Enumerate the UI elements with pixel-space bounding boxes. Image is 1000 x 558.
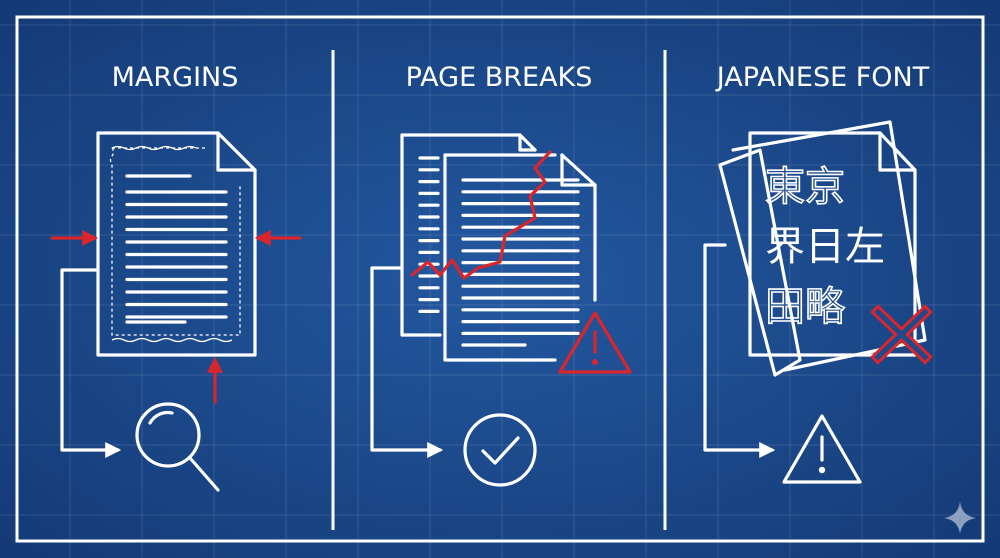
page-break-tear bbox=[410, 150, 552, 280]
warning-icon bbox=[558, 311, 632, 374]
magnifier-icon bbox=[135, 402, 220, 492]
panel-title: JAPANESE FONT bbox=[715, 62, 930, 93]
documents-icon: 東京 界日左 田略 bbox=[718, 120, 927, 377]
panel-japanese-font: JAPANESE FONT 東京 界日左 田略 bbox=[703, 62, 933, 484]
warning-icon bbox=[782, 414, 862, 484]
glyph-row: 田略 bbox=[765, 284, 845, 330]
glyph-row: 界日左 bbox=[765, 224, 885, 270]
documents-icon bbox=[400, 133, 597, 362]
connector-arrow bbox=[703, 243, 776, 458]
sparkle-icon bbox=[944, 502, 976, 534]
document-icon bbox=[96, 131, 257, 357]
panel-margins: MARGINS bbox=[50, 62, 302, 492]
panel-title: PAGE BREAKS bbox=[406, 62, 593, 93]
connector-arrow bbox=[60, 268, 122, 458]
frame bbox=[15, 15, 985, 543]
glyph-row: 東京 bbox=[765, 164, 845, 210]
check-circle-icon bbox=[463, 413, 537, 487]
panel-page-breaks: PAGE BREAKS bbox=[370, 62, 632, 487]
error-x-icon bbox=[870, 304, 933, 365]
panel-title: MARGINS bbox=[112, 62, 239, 93]
connector-arrow bbox=[370, 266, 444, 458]
